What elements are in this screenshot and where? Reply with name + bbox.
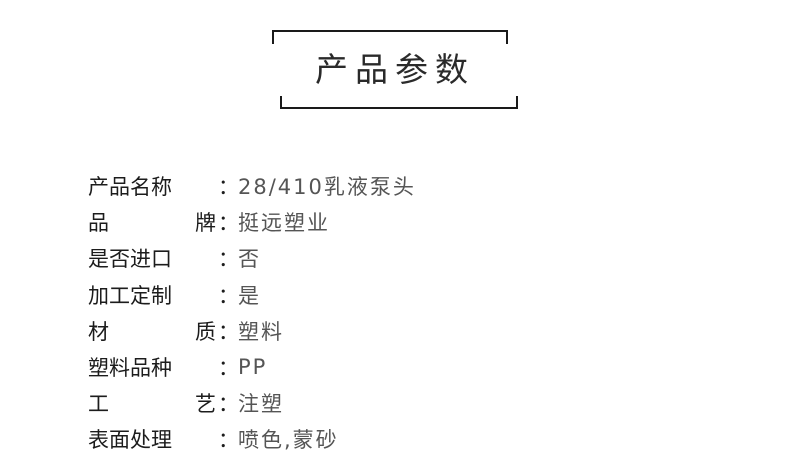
- param-row-plastic-type: 塑料品种 ： PP: [88, 349, 416, 385]
- param-colon: ：: [218, 247, 239, 272]
- param-row-surface-treatment: 表面处理 ： 喷色,蒙砂: [88, 421, 416, 457]
- param-value: 塑料: [238, 319, 284, 344]
- param-value: 挺远塑业: [238, 211, 330, 236]
- param-label: 品 牌: [88, 211, 216, 236]
- param-label: 是否进口: [88, 247, 172, 272]
- param-value: 是: [238, 283, 261, 308]
- param-row-product-name: 产品名称 ： 28/410乳液泵头: [88, 168, 416, 204]
- param-label: 产品名称: [88, 175, 172, 200]
- param-row-brand: 品 牌 ： 挺远塑业: [88, 204, 416, 240]
- param-colon: ：: [218, 392, 239, 417]
- param-colon: ：: [218, 175, 239, 200]
- param-label: 加工定制: [88, 283, 172, 308]
- param-value: 注塑: [238, 392, 284, 417]
- param-value: 否: [238, 247, 261, 272]
- page-title: 产品参数: [272, 44, 518, 96]
- param-colon: ：: [218, 211, 239, 236]
- param-row-imported: 是否进口 ： 否: [88, 240, 416, 276]
- param-row-process: 工 艺 ： 注塑: [88, 385, 416, 421]
- param-colon: ：: [218, 428, 239, 453]
- param-label: 工 艺: [88, 392, 216, 417]
- param-label: 表面处理: [88, 428, 172, 453]
- params-list: 产品名称 ： 28/410乳液泵头 品 牌 ： 挺远塑业 是否进口 ： 否 加工…: [88, 168, 416, 458]
- param-label: 材 质: [88, 319, 216, 344]
- param-label: 塑料品种: [88, 356, 172, 381]
- param-value: PP: [238, 355, 268, 380]
- param-colon: ：: [218, 356, 239, 381]
- param-colon: ：: [218, 319, 239, 344]
- param-row-customization: 加工定制 ： 是: [88, 277, 416, 313]
- param-value: 喷色,蒙砂: [238, 428, 339, 453]
- param-colon: ：: [218, 283, 239, 308]
- param-value: 28/410乳液泵头: [238, 175, 416, 200]
- param-row-material: 材 质 ： 塑料: [88, 313, 416, 349]
